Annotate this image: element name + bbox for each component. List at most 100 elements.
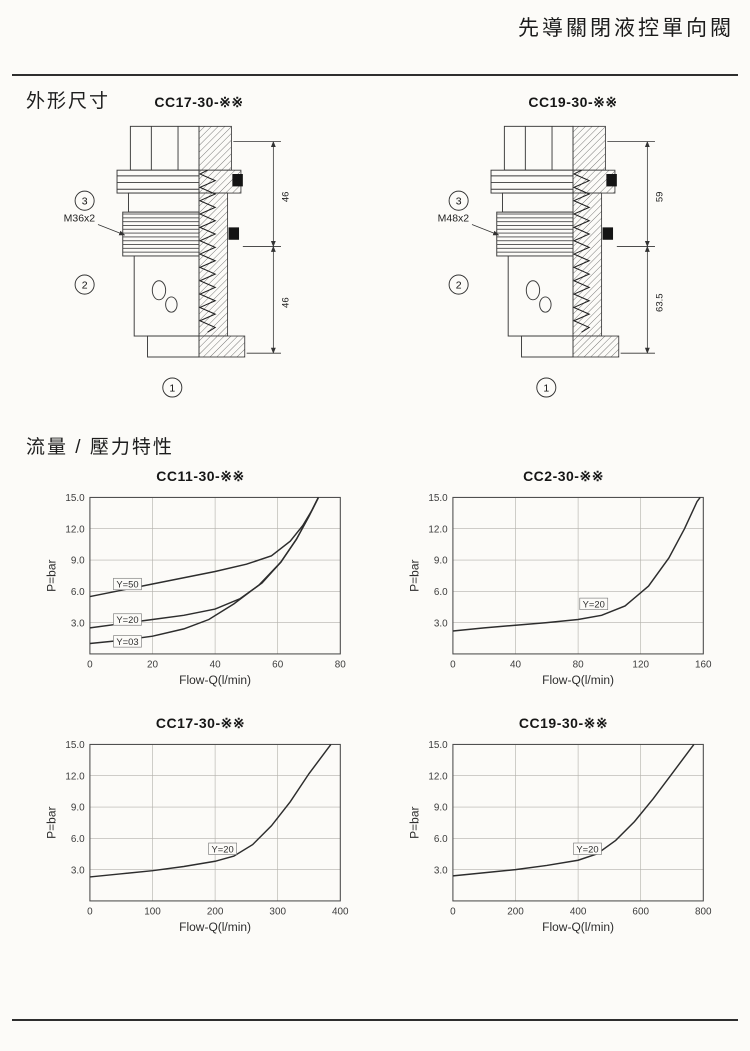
section-hatch-body xyxy=(198,192,229,337)
spring xyxy=(572,169,591,333)
thread-leader xyxy=(471,224,500,236)
bottom-cap xyxy=(147,335,200,358)
svg-text:6.0: 6.0 xyxy=(434,834,448,845)
svg-text:20: 20 xyxy=(147,659,159,670)
neck xyxy=(127,192,200,213)
balloon-2 xyxy=(74,274,95,295)
svg-text:600: 600 xyxy=(632,907,649,918)
svg-text:3: 3 xyxy=(456,197,462,208)
thread-size-label: M36x2 xyxy=(64,214,96,225)
dimension-value-bottom: 46 xyxy=(281,297,292,308)
svg-text:0: 0 xyxy=(450,659,456,670)
svg-text:300: 300 xyxy=(269,907,286,918)
svg-text:200: 200 xyxy=(207,907,224,918)
svg-text:Y=50: Y=50 xyxy=(116,580,138,590)
svg-text:2: 2 xyxy=(82,280,88,291)
svg-text:0: 0 xyxy=(450,907,456,918)
svg-text:9.0: 9.0 xyxy=(71,803,85,814)
svg-text:6.0: 6.0 xyxy=(71,587,85,598)
valve-drawing-title: CC19-30-※※ xyxy=(528,94,618,110)
valve-nose xyxy=(133,255,200,337)
section-hatch-cap xyxy=(572,335,620,358)
svg-text:12.0: 12.0 xyxy=(65,524,85,535)
svg-text:60: 60 xyxy=(272,659,284,670)
svg-text:9.0: 9.0 xyxy=(434,556,448,567)
bottom-rule xyxy=(12,1019,738,1021)
svg-text:15.0: 15.0 xyxy=(65,741,85,752)
svg-text:15.0: 15.0 xyxy=(428,493,448,504)
section-title-dimensions: 外形尺寸 xyxy=(26,91,111,112)
seal xyxy=(228,227,240,240)
svg-text:Y=20: Y=20 xyxy=(212,845,234,855)
spring xyxy=(198,169,217,333)
thread-leader xyxy=(97,224,126,236)
svg-text:40: 40 xyxy=(510,659,522,670)
svg-text:2: 2 xyxy=(456,280,462,291)
dimension-value-top: 59 xyxy=(655,192,666,203)
dimension-value-bottom: 63.5 xyxy=(655,293,666,312)
svg-text:400: 400 xyxy=(570,907,587,918)
svg-text:1: 1 xyxy=(543,383,549,394)
balloon-1 xyxy=(162,377,183,398)
seal xyxy=(606,174,617,187)
svg-text:3.0: 3.0 xyxy=(434,866,448,877)
svg-text:P=bar: P=bar xyxy=(407,807,421,839)
bottom-cap xyxy=(521,335,574,358)
thread-size-label: M48x2 xyxy=(438,214,470,225)
cross-hole xyxy=(165,296,178,313)
svg-text:160: 160 xyxy=(695,659,712,670)
svg-text:12.0: 12.0 xyxy=(428,772,448,783)
valve-drawing-cc17-30: CC17-30-※※ xyxy=(56,94,342,418)
svg-text:0: 0 xyxy=(87,659,93,670)
chart-title: CC11-30-※※ xyxy=(156,468,245,484)
svg-text:15.0: 15.0 xyxy=(65,493,85,504)
top-rule xyxy=(12,74,738,76)
cross-hole xyxy=(151,280,167,301)
svg-text:80: 80 xyxy=(573,659,585,670)
svg-text:1: 1 xyxy=(169,383,175,394)
hex-head xyxy=(129,125,200,171)
svg-text:3: 3 xyxy=(82,197,88,208)
threaded-section xyxy=(122,211,200,257)
section-title-flow-pressure: 流量 / 壓力特性 xyxy=(26,437,174,458)
valve-drawing-title: CC17-30-※※ xyxy=(154,94,244,110)
seal xyxy=(232,174,243,187)
svg-text:3.0: 3.0 xyxy=(71,618,85,629)
cross-hole xyxy=(539,296,552,313)
svg-text:Y=20: Y=20 xyxy=(583,599,605,609)
balloon-2 xyxy=(448,274,469,295)
svg-text:12.0: 12.0 xyxy=(65,772,85,783)
section-hatch-head xyxy=(572,125,606,171)
section-hatch-head xyxy=(198,125,232,171)
chart-title: CC2-30-※※ xyxy=(523,468,604,484)
svg-text:Y=20: Y=20 xyxy=(116,615,138,625)
svg-text:100: 100 xyxy=(144,907,161,918)
balloon-1 xyxy=(536,377,557,398)
neck xyxy=(501,192,574,213)
svg-text:3.0: 3.0 xyxy=(71,866,85,877)
dimension-drawings: CC17-30-※※ xyxy=(56,94,716,418)
svg-text:Flow-Q(l/min): Flow-Q(l/min) xyxy=(179,673,251,687)
svg-text:800: 800 xyxy=(695,907,712,918)
svg-text:9.0: 9.0 xyxy=(71,556,85,567)
chart-title: CC17-30-※※ xyxy=(155,715,246,732)
valve-drawing-cc19-30: CC19-30-※※ xyxy=(430,94,716,418)
svg-text:Flow-Q(l/min): Flow-Q(l/min) xyxy=(179,921,251,935)
svg-text:Flow-Q(l/min): Flow-Q(l/min) xyxy=(542,921,614,935)
svg-text:200: 200 xyxy=(507,907,524,918)
dimension-value-top: 46 xyxy=(281,192,292,203)
svg-text:Y=20: Y=20 xyxy=(576,845,598,855)
svg-text:Flow-Q(l/min): Flow-Q(l/min) xyxy=(542,673,614,687)
balloon-3 xyxy=(448,190,469,211)
svg-text:6.0: 6.0 xyxy=(434,587,448,598)
valve-cross-section-drawing: 46 46 M36x2 3 2 1 xyxy=(64,125,292,398)
threaded-section xyxy=(496,211,574,257)
valve-cross-section-drawing: 59 63.5 M48x2 3 2 1 xyxy=(438,125,666,398)
